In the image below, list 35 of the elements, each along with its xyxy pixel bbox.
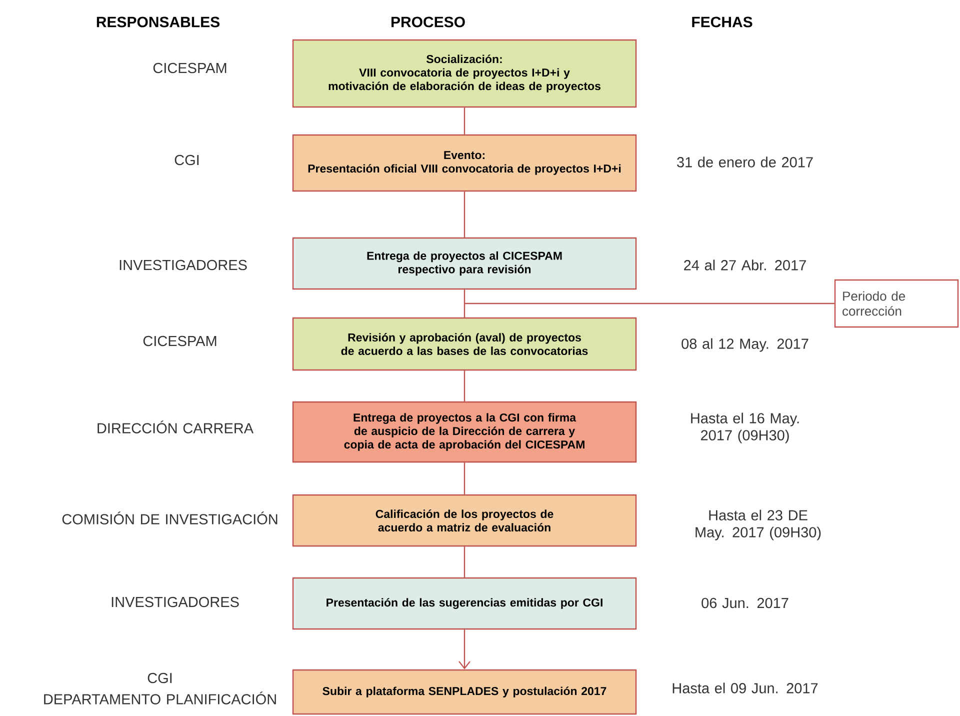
responsible-label: INVESTIGADORES — [120, 260, 247, 270]
connector-line — [464, 462, 466, 494]
responsible-label: CGI — [148, 672, 172, 684]
responsible-label: DIRECCIÓN CARRERA — [98, 420, 254, 434]
responsible-label: COMISIÓN DE INVESTIGACIÓN — [62, 512, 278, 524]
column-heading: RESPONSABLES — [96, 16, 220, 28]
date-label: Hasta el 23 DE May. 2017 (09H30) — [696, 510, 821, 540]
column-heading: FECHAS — [692, 16, 752, 28]
connector-line — [464, 192, 466, 238]
process-box: Calificación de los proyectos de acuerdo a matriz de evaluación — [292, 494, 637, 547]
date-label: 08 al 12 May. 2017 — [682, 338, 808, 352]
connector-line — [464, 290, 466, 318]
responsible-label: CGI — [174, 154, 199, 166]
responsible-label: INVESTIGADORES — [112, 596, 239, 608]
date-label: 31 de enero de 2017 — [677, 156, 813, 168]
connector-line — [458, 630, 470, 670]
process-box: Subir a plataforma SENPLADES y postulación 2017 — [292, 669, 637, 715]
process-box: Entrega de proyectos al CICESPAM respectivo para revisión — [292, 237, 637, 290]
note-box: Periodo de corrección — [834, 279, 959, 328]
process-box: Revisión y aprobación (aval) de proyectos de acuerdo a las bases de las convocatorias — [292, 317, 637, 371]
date-label: 24 al 27 Abr. 2017 — [684, 260, 806, 270]
responsible-label: DEPARTAMENTO PLANIFICACIÓN — [44, 692, 276, 704]
responsible-label: CICESPAM — [153, 62, 226, 74]
connector-line — [464, 108, 466, 134]
connector-line — [465, 302, 834, 304]
date-label: Hasta el 09 Jun. 2017 — [672, 682, 818, 694]
connector-line — [464, 546, 466, 578]
responsible-label: CICESPAM — [143, 336, 216, 346]
process-box: Presentación de las sugerencias emitidas por CGI — [292, 577, 637, 630]
date-label: 06 Jun. 2017 — [702, 598, 788, 608]
process-box: Evento: Presentación oficial VIII convocatoria de proyectos I+D+i — [292, 134, 637, 192]
process-box: Socialización: VIII convocatoria de proyectos I+D+i y motivación de elaboración de ideas de proyectos — [292, 39, 637, 108]
process-box: Entrega de proyectos a la CGI con firma de auspicio de la Dirección de carrera y copia de acta de aprobación del CICESPAM — [292, 401, 637, 463]
connector-line — [464, 370, 466, 402]
date-label: Hasta el 16 May. 2017 (09H30) — [691, 412, 799, 444]
